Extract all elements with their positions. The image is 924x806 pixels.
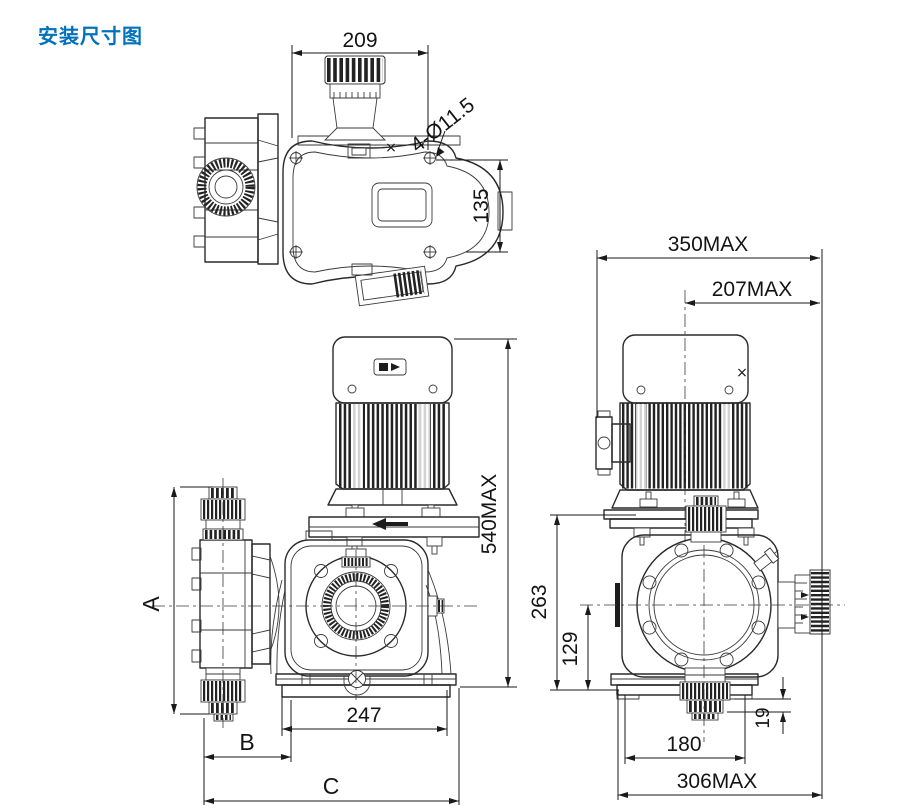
dim-top-width: 209	[291, 29, 429, 150]
dim-a-label: A	[138, 596, 164, 612]
front-pump-head	[191, 486, 280, 722]
reference-mark-side: ×	[736, 365, 748, 381]
dim-207max-label: 207MAX	[712, 278, 793, 301]
dim-b-label: B	[239, 729, 254, 755]
reference-mark-top: ×	[385, 140, 397, 156]
dim-263: 263	[528, 514, 636, 691]
dim-c: C	[203, 688, 460, 805]
dim-540max-label: 540MAX	[478, 474, 501, 555]
dim-129: 129	[559, 605, 591, 690]
side-view: × 350MAX 207MAX	[528, 233, 845, 800]
stroke-knob-top	[323, 55, 387, 141]
front-motor	[327, 336, 458, 518]
top-side-plug	[497, 191, 513, 231]
dim-350max-label: 350MAX	[668, 233, 749, 256]
junction-box	[595, 410, 631, 476]
page-title: 安装尺寸图	[38, 26, 143, 48]
relief-fitting	[753, 547, 780, 572]
top-height-label: 135	[470, 188, 493, 223]
front-base	[275, 670, 457, 698]
dim-180: 180	[624, 695, 746, 764]
dim-247-label: 247	[346, 704, 381, 727]
dim-207max: 207MAX	[685, 278, 820, 306]
front-gearbox	[270, 530, 452, 677]
top-pump-head	[193, 113, 279, 265]
dim-306max: 306MAX	[617, 690, 822, 800]
top-port	[371, 182, 433, 228]
dim-180-label: 180	[666, 733, 701, 756]
dim-263-label: 263	[528, 584, 551, 619]
top-view: 209 135 4-Ø11.5 ×	[193, 29, 513, 307]
dim-350max: 350MAX	[596, 233, 820, 418]
side-pump-head	[615, 495, 780, 678]
top-box-tab	[351, 263, 373, 276]
knurled-fitting-top	[197, 158, 255, 216]
dim-c-label: C	[323, 773, 340, 799]
top-width-label: 209	[342, 29, 377, 52]
cable-gland-hole	[597, 436, 611, 450]
mount-holes-label: 4-Ø11.5	[406, 93, 479, 157]
direction-arrow	[372, 518, 408, 530]
knob-scale	[794, 574, 811, 634]
dim-306max-label: 306MAX	[677, 770, 758, 793]
front-mounting-plate	[308, 516, 480, 555]
dim-540max: 540MAX	[454, 338, 517, 688]
front-view: A 540MAX 247	[138, 336, 517, 805]
side-suction-fitting	[679, 667, 731, 721]
oil-level-tab	[305, 530, 333, 541]
side-discharge-fitting	[685, 495, 727, 543]
dim-top-height: 135	[436, 159, 508, 253]
dim-19-label: 19	[753, 707, 774, 728]
dim-a: A	[138, 486, 213, 715]
dim-mount-holes: 4-Ø11.5	[406, 93, 479, 157]
top-junction-box	[354, 265, 430, 307]
motor-emblem	[373, 358, 407, 376]
dim-129-label: 129	[559, 631, 582, 666]
dim-247: 247	[281, 690, 448, 736]
dim-b: B	[204, 700, 292, 762]
stroke-knob-side	[777, 569, 831, 635]
dim-19: 19	[727, 677, 791, 734]
knob-knurl	[809, 569, 831, 635]
top-housing	[282, 140, 513, 285]
